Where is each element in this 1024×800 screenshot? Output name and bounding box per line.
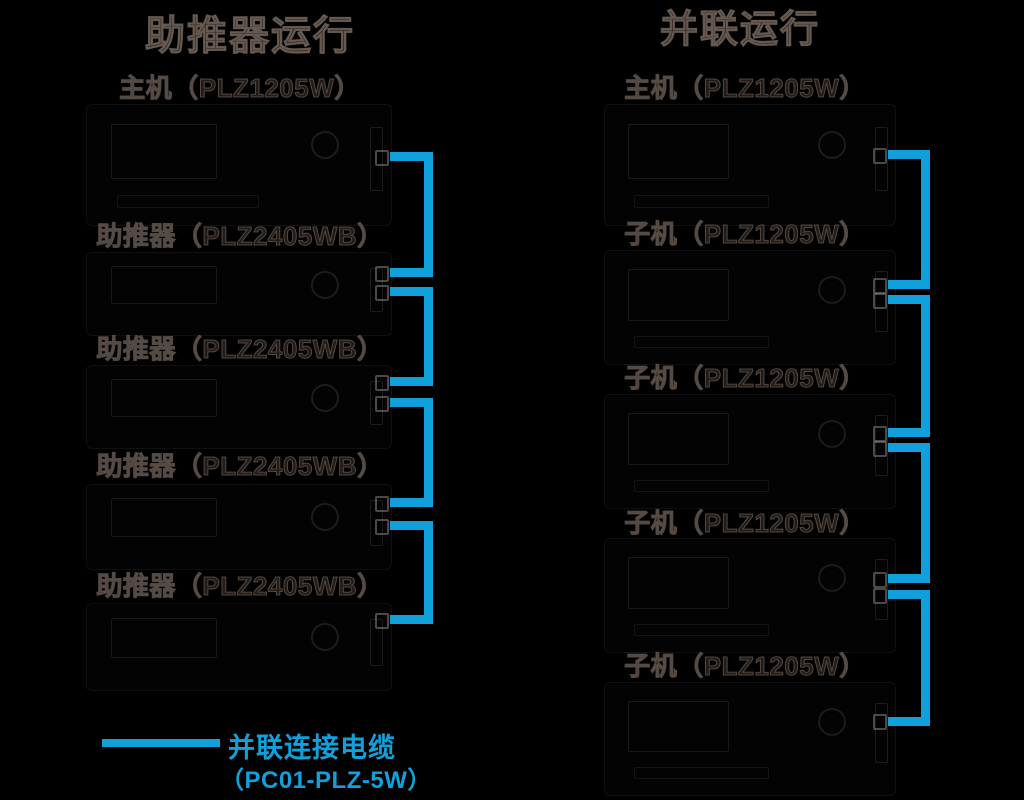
device-knob [817,275,846,304]
connector-nub [375,396,389,412]
device-illustration-left-booster-2 [86,365,392,449]
device-display [628,557,729,609]
parallel-cable-bracket-left-3 [390,398,433,507]
device-illustration-left-booster-4 [86,603,392,691]
parallel-cable-bracket-left-1 [390,152,433,277]
right-master-label: 主机（PLZ1205W） [624,73,866,104]
connector-nub [375,150,389,166]
device-illustration-left-booster-3 [86,484,392,570]
device-illustration-right-slave-1 [604,250,896,365]
connector-nub [873,148,887,164]
legend-cable-swatch [102,739,220,747]
device-display [111,266,217,305]
legend-cable-label: 并联连接电缆 [228,733,396,763]
device-buttons [117,195,260,209]
parallel-cable-bracket-right-2 [888,295,930,437]
device-illustration-right-slave-2 [604,394,896,509]
left-booster-label-2: 助推器（PLZ2405WB） [96,334,384,365]
parallel-cable-bracket-right-1 [888,150,930,289]
device-display [111,498,217,538]
device-display [628,269,729,321]
left-booster-label-3: 助推器（PLZ2405WB） [96,451,384,482]
device-connector-block [874,271,888,333]
connector-nub [375,266,389,282]
device-knob [817,131,846,160]
device-knob [817,563,846,592]
connector-nub [873,714,887,730]
device-display [111,617,217,658]
left-column-title: 助推器运行 [144,13,355,58]
device-buttons [634,336,770,349]
device-knob [817,707,846,736]
device-illustration-right-master [604,104,896,226]
parallel-cable-bracket-left-4 [390,521,433,624]
device-buttons [634,767,770,780]
parallel-cable-bracket-right-3 [888,443,930,583]
device-illustration-left-master [86,104,392,226]
device-illustration-right-slave-3 [604,538,896,653]
right-slave-label-4: 子机（PLZ1205W） [624,651,866,682]
connector-nub [375,613,389,629]
right-column-title: 并联运行 [659,8,820,51]
left-master-label: 主机（PLZ1205W） [119,73,361,104]
connector-nub [375,496,389,512]
connector-nub [873,426,887,442]
device-display [111,124,217,179]
connector-nub [873,293,887,309]
right-slave-label-1: 子机（PLZ1205W） [624,219,866,250]
device-display [628,124,729,179]
connector-nub [873,572,887,588]
device-knob [311,384,340,413]
device-connector-block [874,126,888,191]
device-connector-block [874,703,888,764]
device-knob [311,271,340,300]
connector-nub [873,278,887,294]
device-display [111,379,217,418]
parallel-cable-bracket-right-4 [888,590,930,726]
left-booster-label-1: 助推器（PLZ2405WB） [96,221,384,252]
device-buttons [634,195,770,209]
device-knob [311,503,340,532]
right-slave-label-2: 子机（PLZ1205W） [624,363,866,394]
right-slave-label-3: 子机（PLZ1205W） [624,508,866,539]
left-booster-label-4: 助推器（PLZ2405WB） [96,571,384,602]
device-connector-block [874,415,888,477]
device-buttons [634,480,770,493]
device-display [628,700,729,753]
connector-nub [873,441,887,457]
device-illustration-right-slave-4 [604,682,896,796]
device-knob [817,419,846,448]
connector-nub [873,588,887,604]
device-connector-block [370,126,384,191]
legend-cable-model: （PC01-PLZ-5W） [220,767,432,794]
parallel-cable-bracket-left-2 [390,287,433,386]
device-display [628,413,729,465]
connector-nub [375,375,389,391]
device-buttons [634,624,770,637]
device-illustration-left-booster-1 [86,252,392,336]
connector-nub [375,285,389,301]
device-knob [311,622,340,651]
connector-nub [375,519,389,535]
device-knob [311,131,340,160]
